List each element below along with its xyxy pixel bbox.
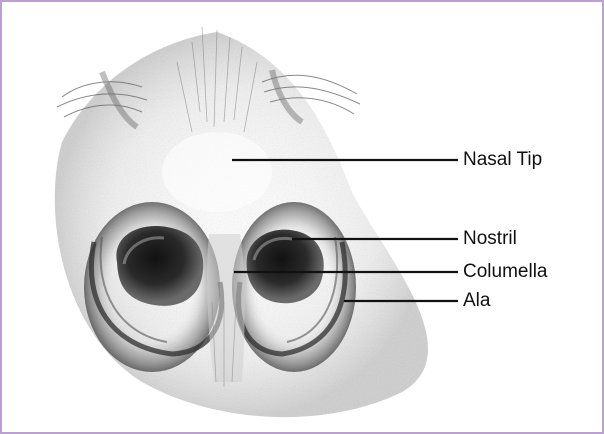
nasal-tip-highlight	[162, 132, 272, 212]
left-nostril	[116, 226, 203, 306]
columella	[207, 234, 245, 387]
label-nasal-tip: Nasal Tip	[463, 149, 542, 171]
label-ala: Ala	[463, 290, 490, 312]
right-nostril	[247, 230, 324, 304]
label-nostril: Nostril	[463, 228, 517, 250]
label-columella: Columella	[463, 261, 547, 283]
